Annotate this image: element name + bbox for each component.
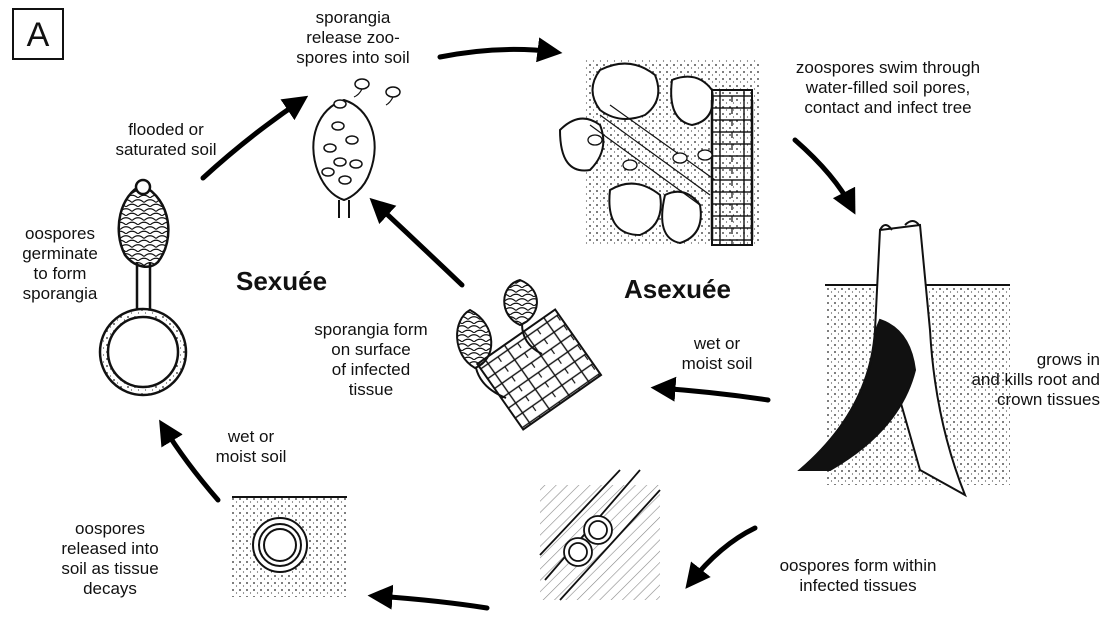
- label-oospores-germinate: oospores germinate to form sporangia: [10, 224, 110, 304]
- oospore-in-soil-icon: [232, 497, 347, 597]
- infected-root-soil-icon: [560, 60, 760, 245]
- label-oospores-form: oospores form within infected tissues: [758, 556, 958, 596]
- asexual-phase-label: Asexuée: [624, 274, 731, 305]
- label-sporangia-release: sporangia release zoo- spores into soil: [268, 8, 438, 68]
- oospores-in-tissue-icon: [540, 470, 660, 600]
- label-wet-moist-left: wet or moist soil: [196, 427, 306, 467]
- label-oospores-released: oospores released into soil as tissue de…: [40, 519, 180, 599]
- germinating-oospore-icon: [100, 180, 186, 395]
- label-wet-moist-right: wet or moist soil: [662, 334, 772, 374]
- sexual-phase-label: Sexuée: [236, 266, 327, 297]
- sporangia-on-tissue-icon: [457, 280, 601, 429]
- label-zoospores-swim: zoospores swim through water-filled soil…: [758, 58, 1018, 118]
- sporangia-release-icon: [313, 79, 400, 218]
- label-grows-in: grows in and kills root and crown tissue…: [920, 350, 1100, 410]
- label-sporangia-form: sporangia form on surface of infected ti…: [296, 320, 446, 400]
- panel-letter: A: [12, 8, 64, 60]
- label-flooded: flooded or saturated soil: [96, 120, 236, 160]
